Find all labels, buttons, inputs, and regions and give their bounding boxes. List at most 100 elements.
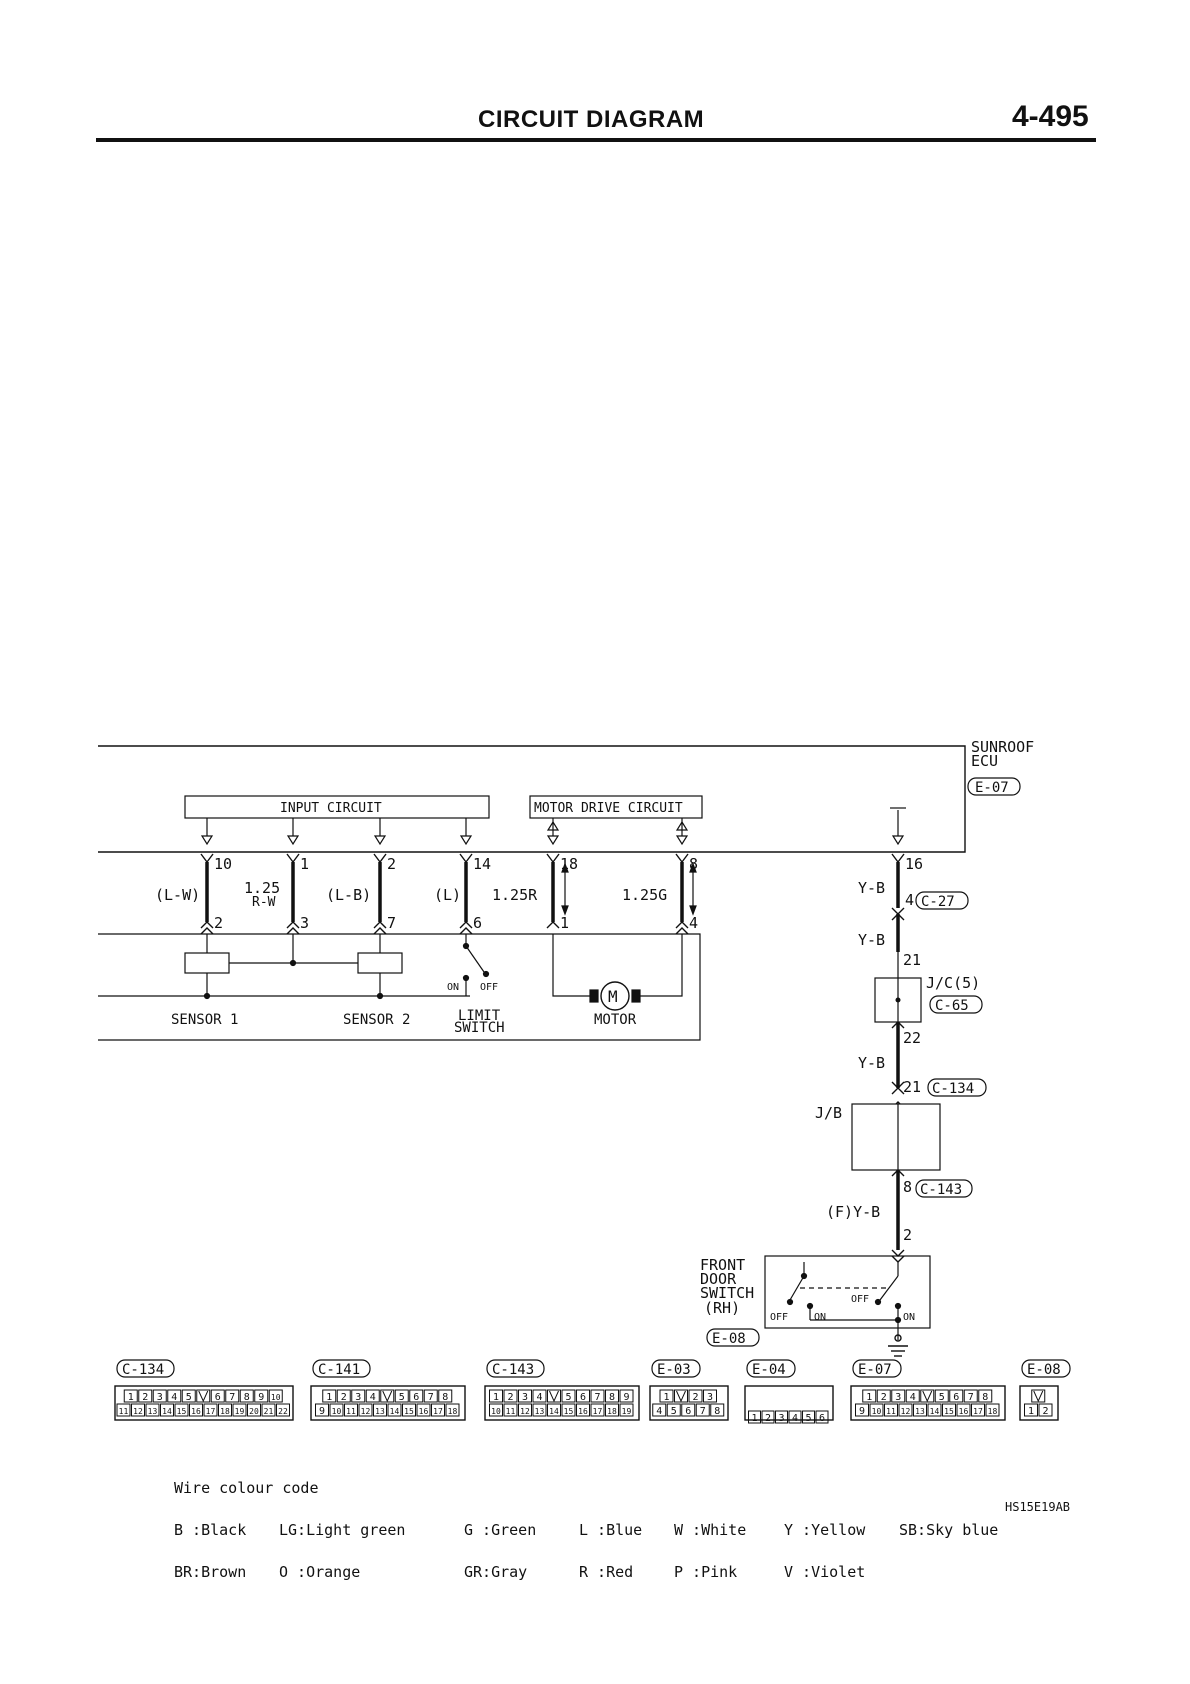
connector-pin-cell (254, 1389, 269, 1403)
gc-pin22: 22 (903, 1029, 921, 1047)
connector-pin-cell (532, 1389, 547, 1403)
connector-pin-number: 8 (609, 1392, 615, 1403)
connector-key-mark (382, 1390, 393, 1403)
connector-pin-cell (138, 1389, 153, 1403)
connector-pin-number: 1 (326, 1392, 332, 1403)
ground-icon (888, 1334, 908, 1357)
page-number: 4-495 (1012, 100, 1089, 133)
door-on1: ON (814, 1312, 826, 1323)
connector-pin-number: 9 (859, 1406, 865, 1417)
connector-pin-number: 1 (493, 1392, 499, 1403)
connector-pin-number: 7 (428, 1392, 434, 1403)
connector-key-mark (1033, 1390, 1044, 1403)
limit-switch-label-line1: LIMIT (458, 1008, 501, 1024)
connector-pin-number: 7 (968, 1392, 974, 1403)
c143-label: C-143 (920, 1182, 962, 1198)
header-rule (96, 138, 1096, 142)
connector-housing (649, 1385, 729, 1421)
connector-pin-cell (876, 1389, 891, 1403)
sensor2-label: SENSOR 2 (343, 1012, 410, 1028)
connector-housing (114, 1385, 294, 1421)
input-circuit-block (184, 795, 490, 819)
connector-pin-number: 3 (355, 1392, 361, 1403)
connector-pin-cell (503, 1389, 518, 1403)
connector-key-mark (549, 1390, 559, 1403)
connector-pin-number: 1 (866, 1392, 872, 1403)
connector-pin-cell (365, 1389, 380, 1403)
gc-fyb: (F)Y-B (826, 1203, 880, 1221)
connector-pin-number: 3 (157, 1392, 163, 1403)
connector-pin-cell (394, 1389, 409, 1403)
connector-pin-number: 4 (656, 1406, 662, 1417)
jc5-label: J/C(5) (926, 974, 980, 992)
connector-pin-number: 4 (792, 1413, 798, 1424)
connector-pin-cell (703, 1389, 717, 1403)
wire2-bottom-pin: 3 (300, 914, 309, 932)
connector-pin-number: 17 (433, 1407, 443, 1416)
connector-pin-cell (869, 1403, 884, 1417)
connector-pin-cell (351, 1389, 366, 1403)
connector-pin-cell (518, 1389, 532, 1403)
connector-pin-cell (547, 1403, 561, 1417)
connector-pin-cell (761, 1410, 775, 1424)
connector-pin-cell (232, 1403, 247, 1417)
connector-pin-cell (590, 1403, 605, 1417)
c134-badge (927, 1078, 987, 1097)
connector-pin-number: 6 (413, 1392, 419, 1403)
connector-pin-number: 17 (593, 1407, 603, 1416)
connector-pin-number: 5 (565, 1392, 571, 1403)
connector-pin-cell (409, 1389, 424, 1403)
connector-pin-cell (905, 1389, 920, 1403)
connector-pin-number: 8 (244, 1392, 250, 1403)
wire5-label: 1.25R (492, 886, 538, 904)
connector-key-mark (198, 1390, 209, 1403)
connector-badge (852, 1359, 902, 1378)
sensor1-label: SENSOR 1 (171, 1012, 238, 1028)
wire6-label: 1.25G (622, 886, 667, 904)
motor-wiring (552, 934, 683, 1003)
wire3-top-pin: 2 (387, 855, 396, 873)
connector-pin-cell (949, 1389, 964, 1403)
e08-door-badge (706, 1328, 760, 1347)
connector-pin-cell (358, 1403, 373, 1417)
connector-pin-number: 10 (491, 1407, 501, 1416)
wire5-bottom-pin: 1 (560, 914, 569, 932)
sunroof-ecu-box (98, 745, 966, 853)
door-label-line1: FRONT (700, 1256, 745, 1274)
limit-on-label: ON (447, 982, 459, 993)
connector-pin-cell (695, 1403, 710, 1417)
connector-pin-cell (402, 1403, 416, 1417)
door-switch-box (764, 1255, 931, 1329)
connector-pin-number: 20 (249, 1407, 259, 1416)
connector-pin-number: 14 (549, 1407, 559, 1416)
connector-pin-cell (605, 1389, 619, 1403)
connector-pin-cell (681, 1403, 696, 1417)
connector-pin-number: 6 (953, 1392, 959, 1403)
connector-pin-number: 10 (332, 1407, 342, 1416)
connector-pin-number: 5 (186, 1392, 192, 1403)
connector-housing (310, 1385, 466, 1421)
connector-name: C-134 (122, 1362, 164, 1378)
connector-pin-number: 11 (886, 1407, 896, 1416)
connector-name: E-03 (657, 1362, 691, 1378)
connector-pin-number: 13 (148, 1407, 158, 1416)
connector-pin-cell (174, 1403, 189, 1417)
wire1-label: (L-W) (155, 886, 200, 904)
legend-entry: L :Blue (579, 1521, 643, 1539)
connector-pin-cell (218, 1403, 232, 1417)
connector-pin-cell (210, 1389, 225, 1403)
connector-pin-number: 16 (578, 1407, 588, 1416)
connector-pin-number: 2 (1042, 1406, 1048, 1417)
connector-pin-cell (152, 1389, 167, 1403)
connector-pin-cell (344, 1403, 358, 1417)
limit-off-label: OFF (480, 982, 498, 993)
ecu-internal-stubs (200, 807, 906, 846)
connector-pin-number: 18 (220, 1407, 230, 1416)
jb-box (851, 1103, 941, 1171)
legend-entry: W :White (674, 1521, 747, 1539)
connector-pin-number: 5 (671, 1406, 677, 1417)
connector-pin-number: 11 (346, 1407, 356, 1416)
